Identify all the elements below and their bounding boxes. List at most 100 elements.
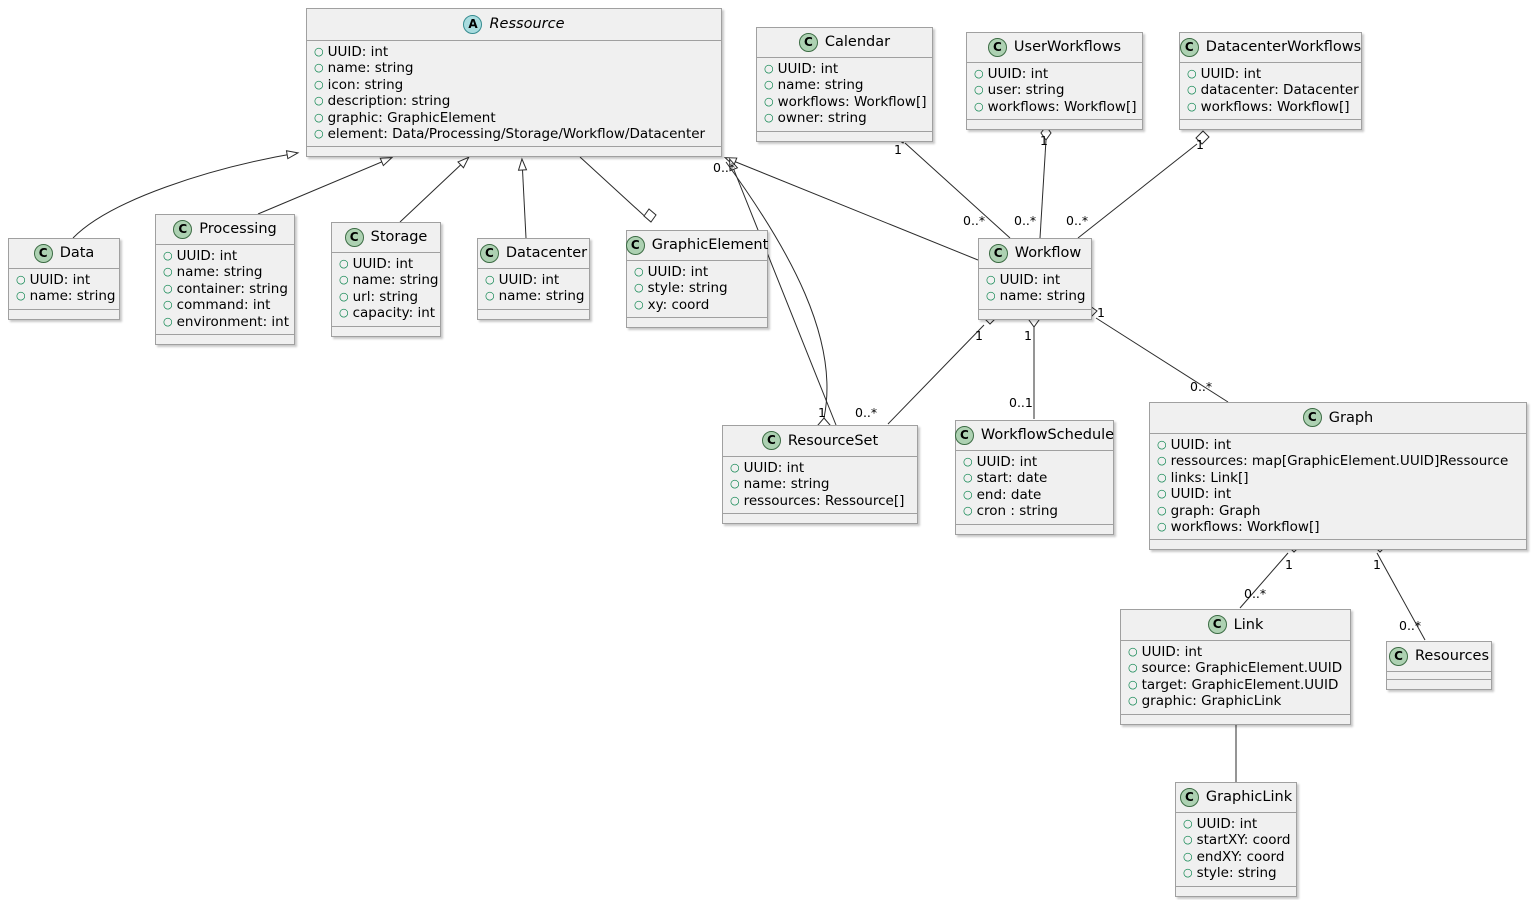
class-title-workflowschedule: WorkflowSchedule (980, 427, 1115, 443)
visibility-public-icon: ○ (485, 273, 495, 286)
class-methods-storage (332, 326, 440, 336)
multiplicity-label: 1 (1097, 305, 1105, 320)
multiplicity-label: 0..* (1014, 213, 1037, 228)
visibility-public-icon: ○ (1187, 67, 1197, 80)
class-attribute: ○ressources: map[GraphicElement.UUID]Res… (1157, 453, 1519, 469)
class-methods-graphicelement (627, 318, 767, 328)
visibility-public-icon: ○ (339, 273, 349, 287)
visibility-public-icon: ○ (1157, 520, 1167, 534)
class-attribute: ○ressources: Ressource[] (730, 493, 910, 509)
class-attribute: ○UUID: int (1187, 66, 1354, 82)
multiplicity-label: 1 (1024, 328, 1032, 343)
visibility-public-icon: ○ (986, 273, 996, 286)
visibility-public-icon: ○ (314, 94, 324, 108)
class-stereotype-icon: C (1388, 646, 1408, 666)
attribute-text: element: Data/Processing/Storage/Workflo… (327, 126, 706, 143)
attribute-text: graphic: GraphicLink (1141, 693, 1282, 710)
class-attributes-resources (1387, 672, 1491, 680)
visibility-public-icon: ○ (634, 265, 644, 278)
class-attributes-workflow: ○UUID: int○name: string (979, 269, 1091, 310)
class-attribute: ○owner: string (764, 110, 925, 126)
attribute-text: container: string (176, 280, 288, 297)
multiplicity-label: 0..* (963, 213, 986, 228)
class-attribute: ○UUID: int (634, 264, 760, 280)
class-attribute: ○graphic: GraphicLink (1128, 693, 1343, 709)
visibility-public-icon: ○ (963, 487, 973, 501)
class-box-resources[interactable]: C Resources (1386, 641, 1492, 690)
class-attribute: ○UUID: int (485, 272, 582, 288)
class-attributes-processing: ○UUID: int○name: string○container: strin… (156, 245, 294, 336)
attribute-text: UUID: int (743, 460, 805, 476)
class-stereotype-icon: C (1302, 408, 1322, 427)
visibility-public-icon: ○ (974, 83, 984, 97)
class-title-userworkflows: UserWorkflows (1013, 39, 1122, 55)
class-attribute: ○workflows: Workflow[] (974, 99, 1136, 115)
multiplicity-label: 0..* (1399, 618, 1422, 633)
multiplicity-label: 0..* (1244, 586, 1267, 601)
class-attribute: ○name: string (16, 288, 116, 304)
class-attributes-graphiclink: ○UUID: int○startXY: coord○endXY: coord○s… (1176, 813, 1296, 887)
attribute-text: UUID: int (29, 272, 91, 288)
class-title-datacenter: Datacenter (505, 245, 588, 261)
visibility-public-icon: ○ (730, 493, 740, 507)
class-title-calendar: Calendar (824, 34, 891, 50)
visibility-public-icon: ○ (1128, 661, 1138, 675)
multiplicity-label: 0..* (855, 405, 878, 420)
class-attributes-ressource: ○UUID: int○name: string○icon: string○des… (307, 41, 721, 148)
visibility-public-icon: ○ (1187, 83, 1197, 97)
class-attribute: ○environment: int (163, 314, 289, 330)
class-title-resources: Resources (1414, 648, 1490, 664)
class-attribute: ○datacenter: Datacenter (1187, 82, 1359, 98)
attribute-text: url: string (352, 288, 419, 305)
visibility-public-icon: ○ (314, 127, 324, 141)
class-methods-workflowschedule (956, 524, 1113, 534)
class-attribute: ○UUID: int (730, 460, 910, 476)
visibility-public-icon: ○ (1183, 849, 1193, 863)
class-title-processing: Processing (199, 221, 277, 237)
visibility-public-icon: ○ (16, 273, 26, 286)
visibility-public-icon: ○ (1128, 694, 1138, 708)
class-attribute: ○UUID: int (314, 44, 714, 60)
class-attributes-storage: ○UUID: int○name: string○url: string○capa… (332, 253, 440, 327)
attribute-text: UUID: int (1196, 816, 1258, 832)
class-attribute: ○url: string (339, 289, 433, 305)
attribute-text: owner: string (777, 110, 867, 127)
attribute-text: ressources: map[GraphicElement.UUID]Ress… (1170, 453, 1509, 470)
class-methods-ressource (307, 147, 721, 157)
diamond-ressource-graphicelement (643, 208, 657, 223)
class-header-processing: C Processing (156, 215, 294, 245)
class-methods-datacenter (478, 309, 589, 319)
visibility-public-icon: ○ (163, 314, 173, 328)
attribute-text: datacenter: Datacenter (1200, 82, 1359, 99)
class-stereotype-icon: C (173, 219, 193, 239)
visibility-public-icon: ○ (16, 289, 26, 303)
attribute-text: source: GraphicElement.UUID (1141, 660, 1343, 677)
edge-calendar-to-workflow (904, 142, 1011, 239)
attribute-text: name: string (176, 264, 263, 281)
class-attribute: ○start: date (963, 470, 1106, 486)
attribute-text: name: string (352, 272, 439, 289)
class-attribute: ○UUID: int (163, 248, 287, 264)
class-attributes-resourceset: ○UUID: int○name: string○ressources: Ress… (723, 457, 917, 515)
attribute-text: name: string (999, 288, 1086, 305)
class-attribute: ○style: string (634, 280, 760, 296)
attribute-text: xy: coord (647, 296, 710, 313)
